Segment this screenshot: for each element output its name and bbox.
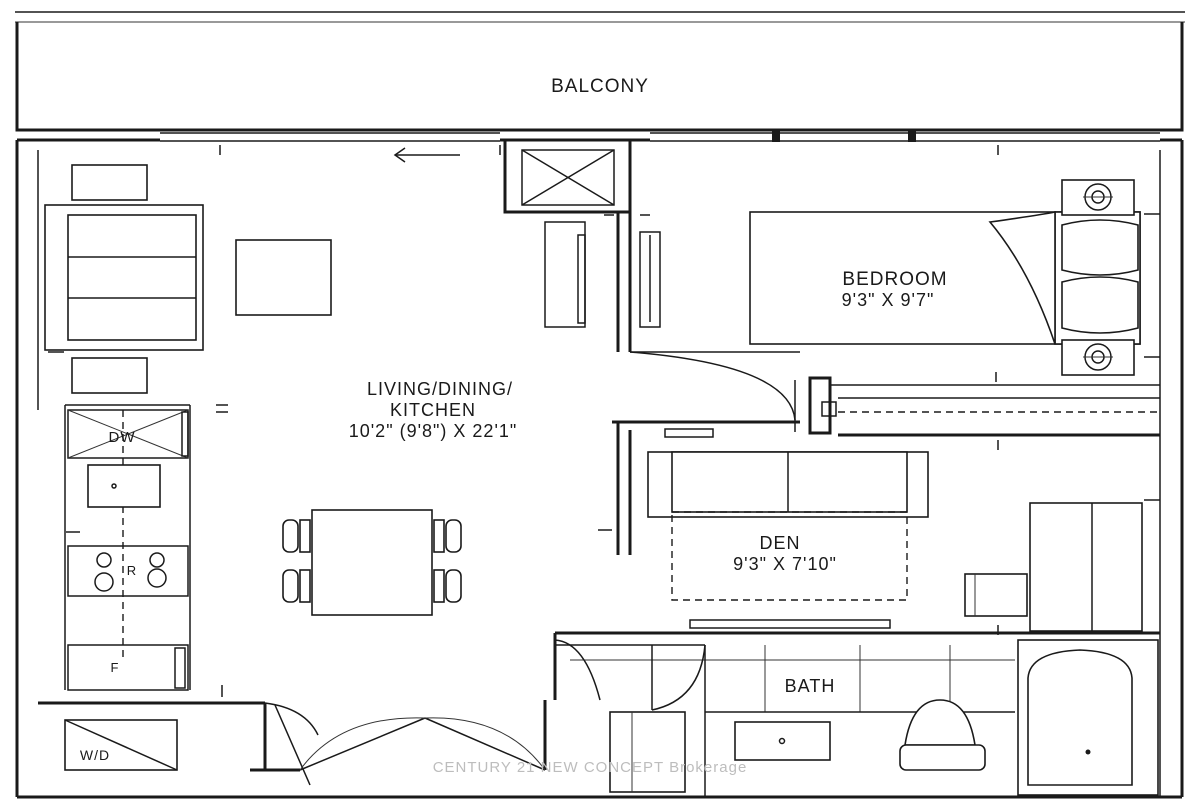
den-dimensions: 9'3" X 7'10" <box>733 554 837 574</box>
bathtub <box>1017 639 1159 796</box>
toilet <box>899 699 986 771</box>
bedroom-name: BEDROOM <box>842 269 947 290</box>
sink <box>87 464 161 508</box>
bed <box>749 211 1141 345</box>
den-sofa <box>647 451 929 518</box>
dishwasher: DW <box>67 409 189 459</box>
wall-ticks <box>48 145 1160 697</box>
bath-area: BATH <box>570 639 1159 797</box>
washer-dryer-label: W/D <box>80 747 110 763</box>
bedroom-dimensions: 9'3" X 9'7" <box>842 290 935 310</box>
top-border <box>15 11 1185 23</box>
entry-area: W/D <box>64 639 601 786</box>
dishwasher-label: DW <box>109 429 136 446</box>
dining-table <box>282 509 462 616</box>
laundry-door-swing <box>264 702 319 736</box>
sofa <box>44 204 204 351</box>
entry-door-swing <box>299 717 546 771</box>
interior-walls <box>38 140 1160 772</box>
living-furniture <box>44 164 462 616</box>
side-table-bottom <box>71 357 148 394</box>
living-dimensions: 10'2" (9'8") X 22'1" <box>349 421 518 441</box>
den-name: DEN <box>759 533 800 553</box>
nightstand-top <box>1061 179 1135 216</box>
living-label: LIVING/DINING/ KITCHEN 10'2" (9'8") X 22… <box>349 379 518 441</box>
den-rug <box>671 511 908 601</box>
mechanical-shaft <box>503 138 632 214</box>
living-name-line1: LIVING/DINING/ <box>367 379 513 399</box>
fridge-label: F <box>111 660 120 675</box>
nightstand-bottom <box>1061 339 1135 376</box>
fridge: F <box>67 644 189 691</box>
side-table-top <box>71 164 148 201</box>
balcony-area: BALCONY <box>15 22 1184 132</box>
range: R <box>67 545 189 597</box>
range-label: R <box>127 563 137 578</box>
bath-name: BATH <box>785 676 836 696</box>
vanity <box>734 721 831 761</box>
bedroom-furniture: BEDROOM 9'3" X 9'7" <box>749 179 1141 376</box>
bath-shelf <box>609 711 686 793</box>
coffee-table <box>235 239 332 316</box>
kitchen: DW R F <box>67 409 189 691</box>
den-desk <box>964 502 1143 632</box>
watermark: CENTURY 21 NEW CONCEPT Brokerage <box>433 759 748 776</box>
washer-dryer: W/D <box>64 719 178 771</box>
den-area: DEN 9'3" X 7'10" <box>647 451 1143 632</box>
living-name-line2: KITCHEN <box>390 400 476 420</box>
sliding-door-arrow <box>393 147 460 163</box>
balcony-label: BALCONY <box>551 76 649 97</box>
